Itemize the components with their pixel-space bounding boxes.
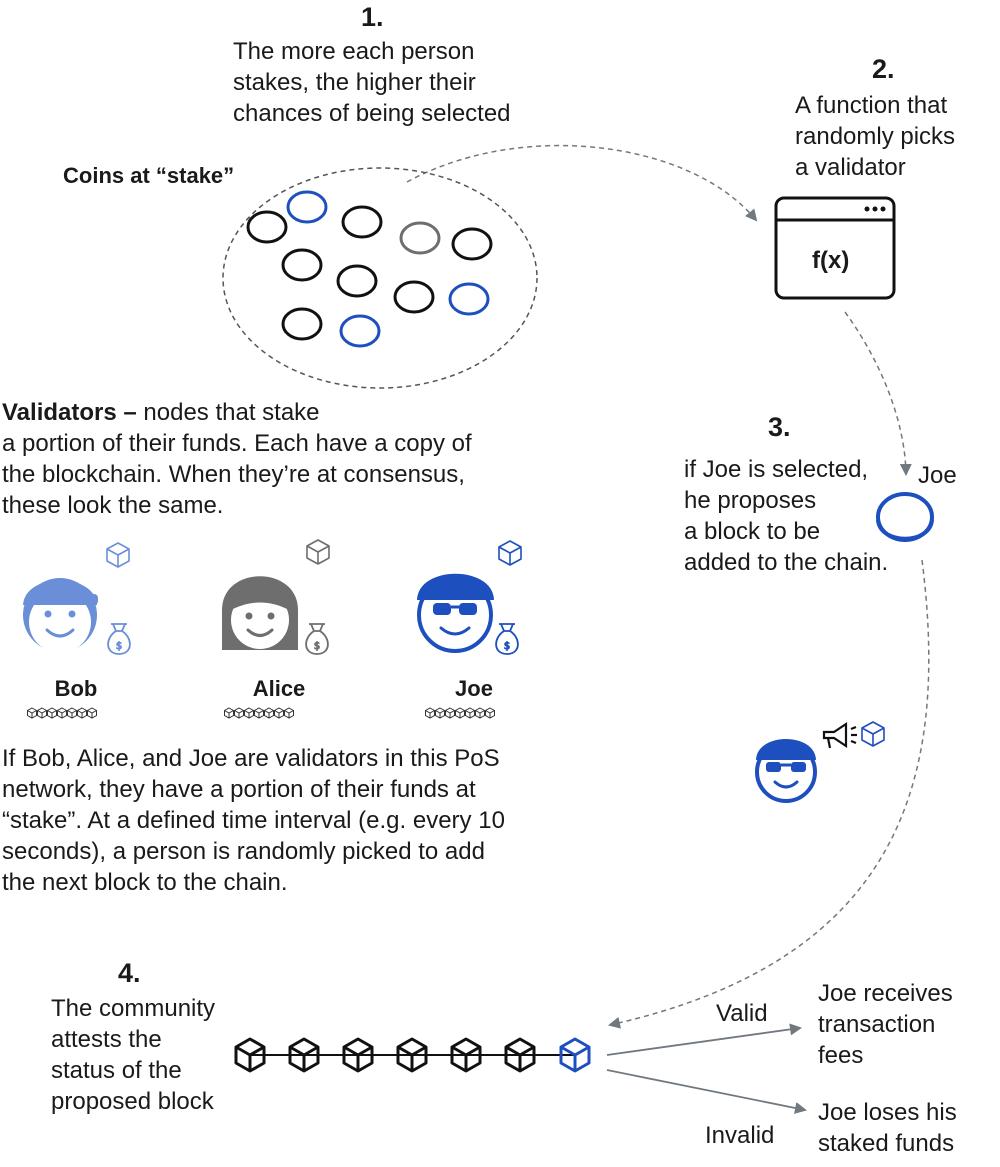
bob-avatar	[23, 542, 131, 655]
joe-proposing-avatar	[755, 739, 817, 803]
flow-path-coins-to-function	[406, 144, 758, 222]
alice-chain-icon	[225, 708, 294, 718]
validator-name-joe: Joe	[455, 676, 493, 701]
step-2-number: 2.	[872, 54, 895, 84]
alice-avatar	[222, 539, 330, 655]
joe-avatar	[417, 540, 522, 655]
validators-title: Validators –	[2, 399, 137, 426]
validators-text: nodes that stake a portion of their fund…	[2, 399, 472, 519]
validators-description: Validators – nodes that stake a portion …	[2, 397, 472, 521]
flow-path-joe-to-chain	[608, 559, 930, 1029]
function-window-icon	[774, 196, 896, 300]
coins-pool-ellipse	[222, 167, 538, 389]
step-1-text: The more each person stakes, the higher …	[233, 38, 511, 127]
selected-coin-icon	[876, 492, 934, 542]
coin-stack	[246, 190, 493, 348]
step-3-text: if Joe is selected, he proposes a block …	[684, 456, 889, 576]
coins-label: Coins at “stake”	[63, 163, 235, 188]
invalid-label: Invalid	[705, 1122, 775, 1149]
blockchain	[234, 1037, 591, 1073]
selected-validator-label: Joe	[918, 462, 957, 489]
proposed-block-small-icon	[861, 721, 885, 747]
invalid-result: Joe loses his staked funds	[818, 1099, 957, 1157]
step-3-number: 3.	[768, 412, 791, 442]
coin-icon	[246, 190, 493, 348]
valid-result: Joe receives transaction fees	[818, 980, 953, 1069]
step-4-number: 4.	[118, 958, 141, 988]
pos-explanation: If Bob, Alice, and Joe are validators in…	[2, 745, 505, 896]
valid-arrow	[606, 1023, 802, 1056]
function-label: f(x)	[812, 247, 850, 274]
megaphone-icon	[822, 721, 857, 749]
validator-name-bob: Bob	[54, 676, 98, 701]
flow-path-function-to-joe	[844, 311, 912, 476]
invalid-arrow	[606, 1069, 807, 1114]
validator-name-alice: Alice	[252, 676, 306, 701]
bob-chain-icon	[28, 708, 97, 718]
valid-label: Valid	[716, 1000, 768, 1027]
step-2-text: A function that randomly picks a validat…	[795, 92, 956, 181]
joe-chain-icon	[426, 708, 495, 718]
step-4-text: The community attests the status of the …	[51, 995, 216, 1115]
step-1-number: 1.	[361, 2, 384, 32]
